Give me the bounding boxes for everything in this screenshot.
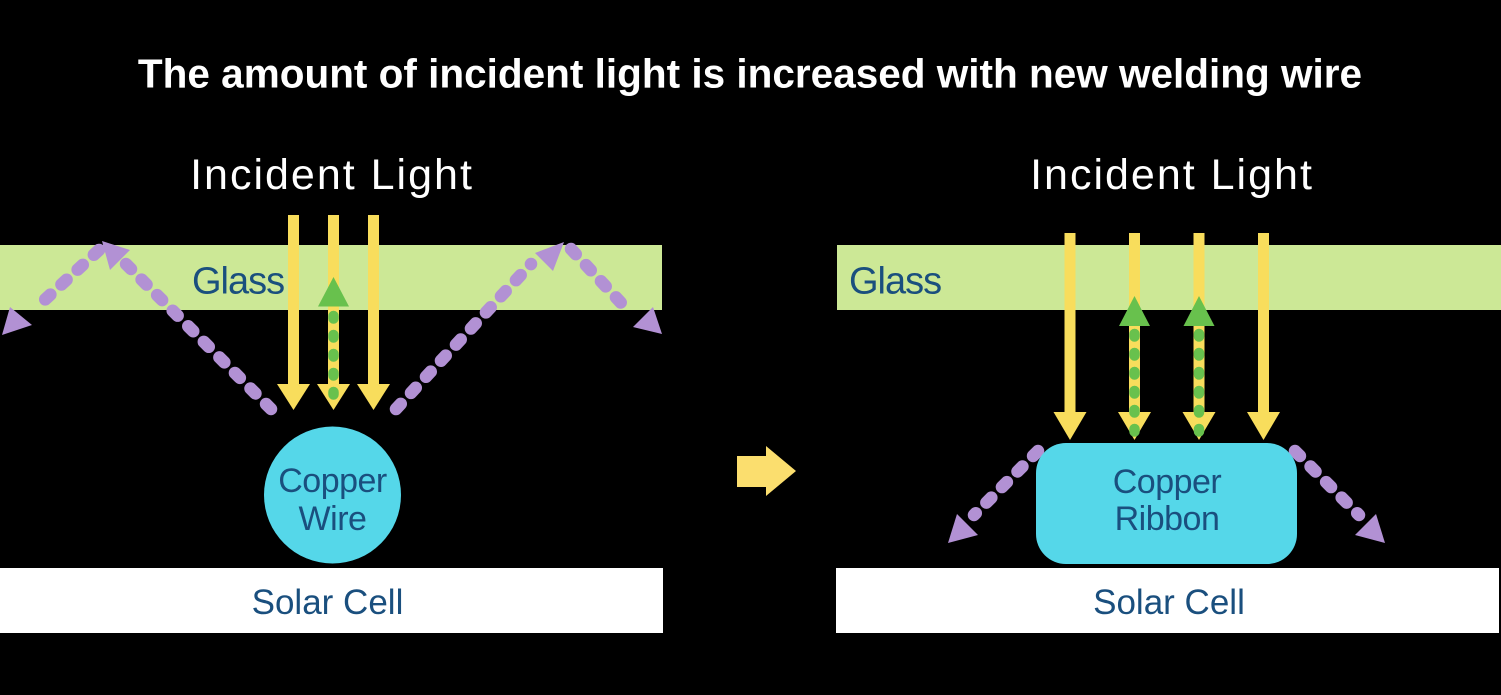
copper-wire-shape [264,426,401,564]
left-reflected-ray [318,277,349,410]
left-solar-cell-band [0,568,663,633]
right-solar-cell-band [836,568,1499,633]
scattered-arrowhead-left [948,514,978,543]
incident-ray-arrowhead [1247,412,1280,440]
reflected-ray [1119,296,1150,442]
left-solar-cell-label: Solar Cell [252,583,404,622]
reflected-ray [1183,296,1215,442]
reflected-ray-arrowhead [1119,296,1150,326]
copper-ribbon-shape [1036,443,1297,564]
page-title: The amount of incident light is increase… [138,51,1362,97]
scattered-arrowhead-peak-left [102,241,130,270]
scattered-arrowhead-exit-right [633,307,662,334]
reflected-ray-arrowhead [318,277,349,307]
copper-ribbon-label-line2: Ribbon [1115,500,1220,538]
incident-ray-shaft [368,215,379,386]
scattered-ray-exit-right [564,242,631,313]
incident-ray-arrowhead [1053,412,1087,440]
copper-wire-label-line2: Wire [299,500,367,538]
incident-ray [1247,233,1280,440]
right-scattered-arrowheads [948,514,1385,543]
copper-wire-label-line1: Copper [278,462,387,500]
right-solar-cell-label: Solar Cell [1093,583,1245,622]
incident-ray [1053,233,1087,440]
left-incident-light-label: Incident Light [190,151,474,199]
scattered-arrowhead-right [1355,514,1385,543]
scattered-ray-up-right [389,257,538,416]
scattered-arrowhead-peak-right [535,242,564,271]
left-scattered-arrowheads [2,241,662,335]
scattered-ray-exit-left [31,243,106,313]
right-glass-band [837,245,1501,310]
incident-ray-arrowhead [357,384,390,410]
right-reflected-rays [1119,296,1215,442]
scattered-arrowhead-exit-left [2,307,32,335]
incident-ray-shaft [288,215,299,386]
copper-ribbon-label-line1: Copper [1113,463,1222,501]
right-incident-light-label: Incident Light [1030,151,1314,199]
left-panel: Incident Light Glass [0,151,663,633]
scattered-ray-up-left [115,253,278,416]
left-glass-label: Glass [192,261,284,303]
scattered-ray-right [1288,444,1366,522]
incident-ray-shaft [1258,233,1269,414]
right-panel: Incident Light Glass [836,151,1501,633]
incident-ray [357,215,390,410]
incident-ray-arrowhead [277,384,310,410]
scattered-ray-left [967,444,1045,522]
right-scattered-rays [967,444,1366,522]
incident-ray-shaft [1064,233,1076,414]
reflected-ray-arrowhead [1183,296,1215,326]
incident-ray [277,215,310,410]
transition-arrow-icon [737,446,796,496]
right-glass-label: Glass [849,261,941,303]
left-scattered-rays [31,242,631,416]
